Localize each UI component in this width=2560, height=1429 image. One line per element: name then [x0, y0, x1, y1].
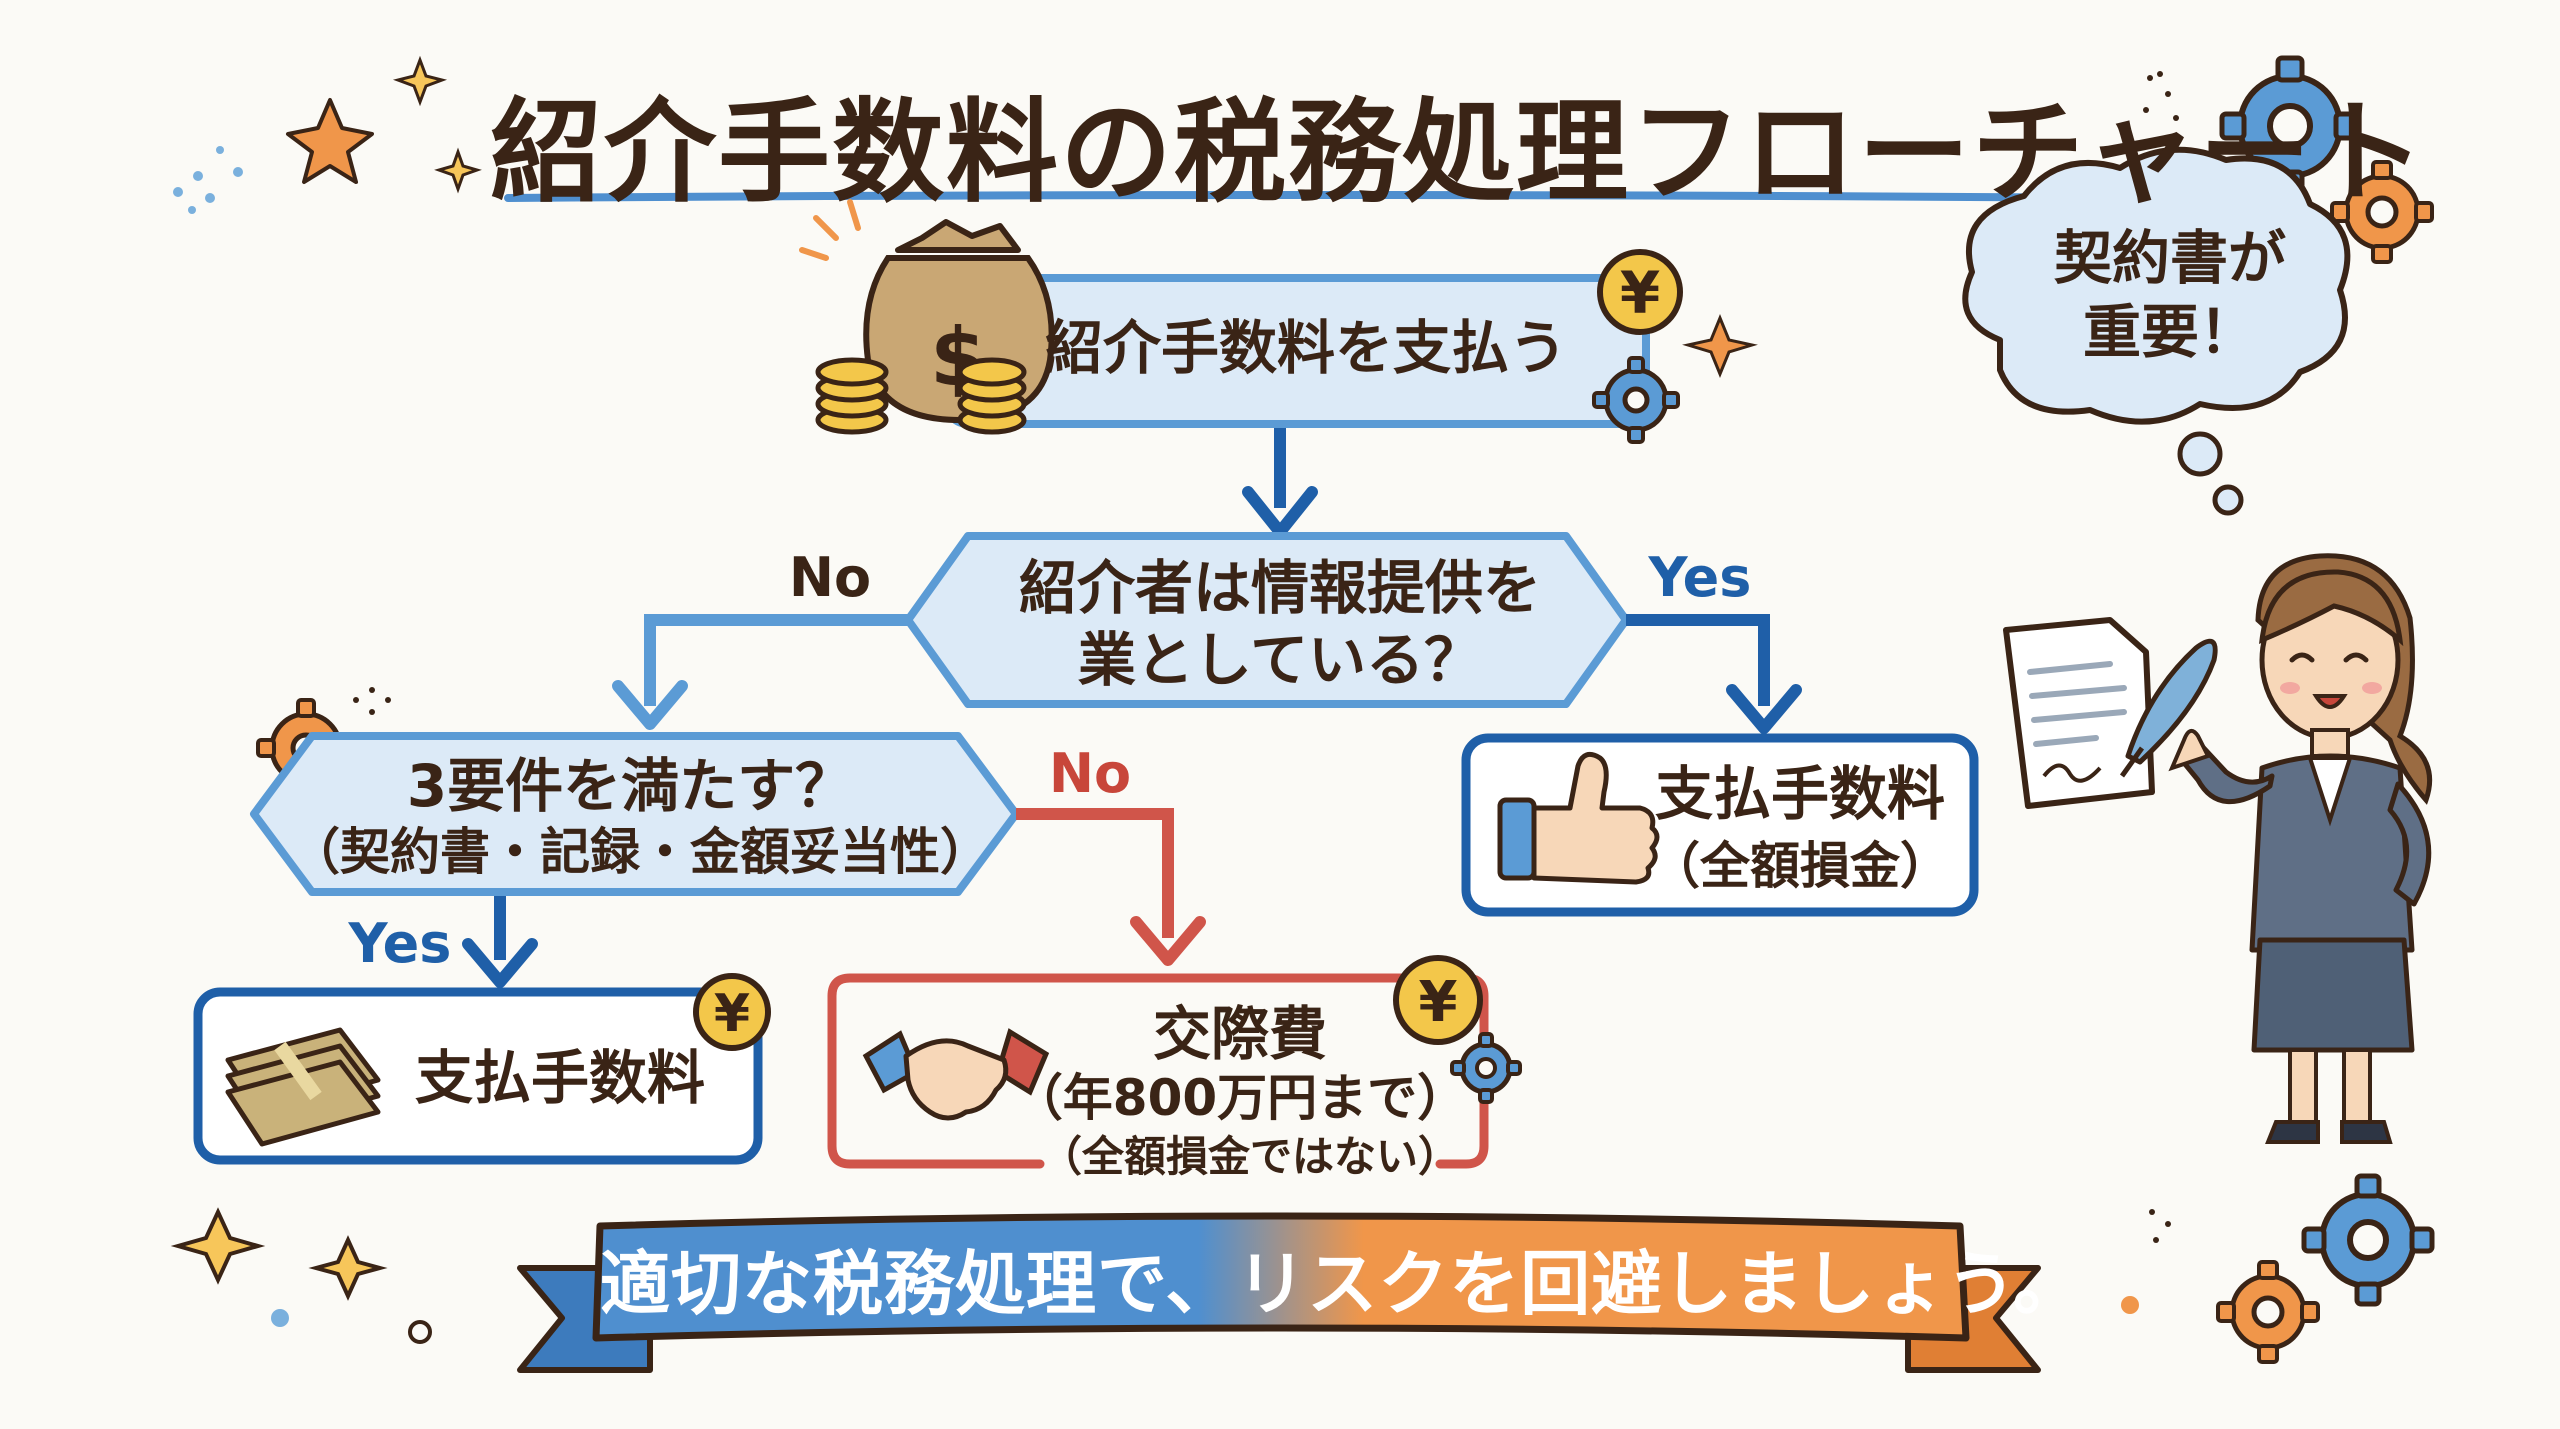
result-no-label-line2: （年800万円まで） — [1012, 1069, 1468, 1127]
speech-bubble — [1962, 146, 2351, 425]
page-title: 紹介手数料の税務処理フローチャート — [490, 88, 2427, 218]
banner-message: 適切な税務処理で、リスクを回避しましょう。 — [600, 1243, 2084, 1325]
sparkle-lines — [799, 199, 861, 261]
arrowhead — [462, 938, 538, 988]
decision2-label-line1: 3要件を満たす？ — [406, 752, 854, 820]
yen-coin-icon: ¥ — [1393, 955, 1483, 1045]
sparkle-icon — [1682, 314, 1758, 378]
banner — [517, 1212, 2041, 1373]
result-yes-top-label-line2: （全額損金） — [1650, 837, 1950, 895]
document-icon — [2003, 617, 2155, 809]
sparkle-icon — [392, 55, 482, 194]
result-yes-top-label-line1: 支払手数料 — [1654, 760, 1945, 828]
gear-icon — [2216, 1260, 2320, 1364]
dot — [2121, 1296, 2139, 1314]
quill-pen-icon — [2119, 638, 2218, 778]
arrowhead — [1726, 684, 1802, 734]
sparkle-icon — [170, 1207, 388, 1301]
businesswoman-illustration — [2168, 553, 2433, 1144]
sparkle-icon — [286, 98, 374, 184]
gear-icon — [1592, 356, 1680, 444]
coin-stack-icon — [815, 357, 1027, 435]
start-node-label: 紹介手数料を支払う — [1044, 314, 1567, 382]
arrowhead — [1130, 916, 1206, 966]
dot — [271, 1309, 289, 1327]
svg-text:¥: ¥ — [1620, 259, 1660, 327]
gear-icon — [2219, 55, 2361, 197]
result-no-label-line1: 交際費 — [1152, 1000, 1327, 1068]
thought-dot — [2177, 431, 2223, 477]
svg-text:¥: ¥ — [1419, 970, 1458, 1035]
gear-icon — [2301, 1173, 2435, 1307]
edge-decision1-no — [644, 614, 908, 706]
decision2-node — [250, 732, 1020, 896]
edge-label-d1-yes: Yes — [1648, 546, 1752, 609]
dot-cluster — [353, 71, 2179, 1243]
decision1-label-line1: 紹介者は情報提供を — [1018, 554, 1541, 622]
decision2-label-line2: （契約書・記録・金額妥当性） — [290, 823, 990, 881]
speech-bubble-line2: 重要！ — [2082, 298, 2257, 366]
yen-coin-icon: ¥ — [1597, 249, 1683, 335]
title-underline — [504, 191, 2124, 202]
result-no-label-line3: （全額損金ではない） — [1040, 1132, 1461, 1181]
thought-dot — [2212, 484, 2244, 516]
decision1-label-line2: 業としている？ — [1077, 626, 1483, 694]
yen-coin-icon: ¥ — [693, 973, 771, 1051]
dot-cluster — [173, 146, 243, 214]
arrowhead — [612, 680, 688, 730]
dot — [408, 1320, 432, 1344]
edge-label-d1-no: No — [788, 546, 872, 609]
speech-bubble-line1: 契約書が — [2053, 224, 2286, 292]
edge-decision2-no — [1016, 808, 1174, 938]
edge-label-d2-yes: Yes — [348, 912, 452, 975]
edge-label-d2-no: No — [1048, 742, 1132, 805]
gear-icon — [2330, 160, 2434, 264]
svg-text:¥: ¥ — [714, 984, 750, 1044]
result-yes-bottom-label: 支払手数料 — [414, 1044, 705, 1112]
gear-icon — [1450, 1032, 1522, 1104]
cash-stack-icon — [225, 1027, 381, 1147]
edge-decision1-yes — [1626, 614, 1770, 706]
handshake-icon — [862, 1028, 1050, 1121]
thumbs-up-icon — [1497, 751, 1660, 885]
